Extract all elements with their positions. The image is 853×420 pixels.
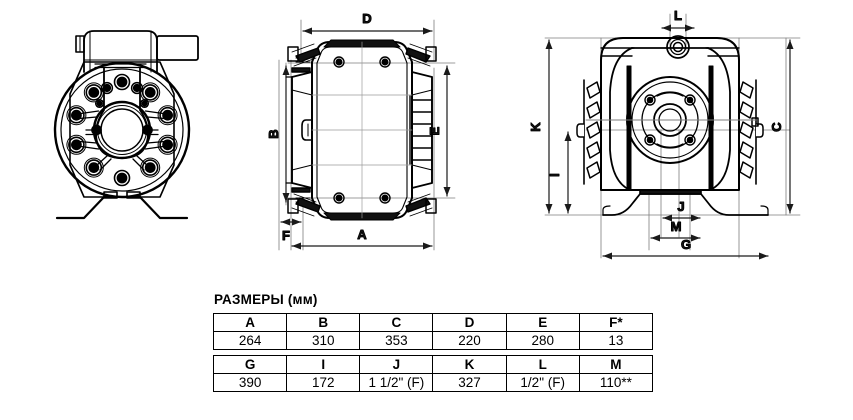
dimension-M: M bbox=[650, 219, 701, 242]
dimension-I: I bbox=[547, 131, 572, 214]
front-view-center-bore bbox=[92, 100, 152, 160]
top-view-clamp-bands bbox=[291, 43, 433, 217]
dimension-label-G: G bbox=[681, 237, 691, 252]
front-view-body-shell bbox=[69, 61, 175, 198]
dimensions-table-1: A B C D E F* 264 310 353 220 280 13 bbox=[212, 313, 654, 350]
table-row: A B C D E F* bbox=[212, 313, 654, 332]
front-view-flange bbox=[53, 61, 191, 199]
front-view-yoke bbox=[95, 67, 149, 159]
dimension-B: B bbox=[266, 65, 290, 203]
table-value-cell: 110** bbox=[578, 373, 654, 392]
table-value-cell: 13 bbox=[578, 331, 654, 350]
top-view-construction-lines bbox=[311, 41, 413, 219]
dimension-L: L bbox=[661, 8, 695, 32]
front-view-muffler bbox=[156, 35, 199, 61]
side-view-body-outline bbox=[600, 37, 740, 191]
side-view-pump: L K I C J bbox=[528, 8, 801, 260]
side-view-air-inlet-boss bbox=[666, 35, 690, 59]
table-header-cell: C bbox=[359, 313, 434, 332]
dimension-A: A bbox=[291, 227, 433, 250]
top-view-manifold-bolts bbox=[333, 56, 391, 204]
dimension-label-K: K bbox=[528, 122, 543, 132]
table-header-cell: B bbox=[286, 313, 361, 332]
side-view-port-stubs bbox=[576, 117, 764, 138]
dimension-label-A: A bbox=[357, 227, 367, 242]
dimension-label-I: I bbox=[547, 173, 562, 177]
table-value-cell: 264 bbox=[212, 331, 288, 350]
dimension-K: K bbox=[528, 39, 553, 214]
table-value-cell: 220 bbox=[432, 331, 507, 350]
top-view-center-port bbox=[301, 119, 313, 141]
front-view-air-housing bbox=[83, 30, 158, 73]
side-view-shoulders bbox=[600, 47, 740, 57]
dimension-label-L: L bbox=[674, 8, 682, 23]
table-header-cell: E bbox=[505, 313, 580, 332]
dimension-C: C bbox=[769, 39, 794, 214]
dimension-label-D: D bbox=[362, 11, 371, 26]
dimension-label-F: F bbox=[282, 228, 290, 243]
dimensions-table-block: РАЗМЕРЫ (мм) A B C D E F* 264 310 353 22… bbox=[212, 292, 654, 392]
front-view-flange-inner bbox=[60, 68, 184, 192]
table-row: 264 310 353 220 280 13 bbox=[212, 331, 654, 350]
dimension-J: J bbox=[662, 199, 701, 222]
dimension-G: G bbox=[602, 237, 769, 260]
table-value-cell: 280 bbox=[505, 331, 580, 350]
front-view-pump bbox=[53, 30, 199, 220]
table-row: 390 172 1 1/2" (F) 327 1/2" (F) 110** bbox=[212, 373, 654, 392]
table-value-cell: 310 bbox=[286, 331, 361, 350]
side-view-left-fins bbox=[583, 71, 602, 191]
dimension-label-C: C bbox=[769, 122, 784, 132]
front-view-ribs bbox=[78, 110, 166, 171]
dimension-label-M: M bbox=[671, 219, 682, 234]
side-view-right-fins bbox=[738, 71, 757, 191]
front-view-feet bbox=[55, 195, 189, 220]
table-header-cell: F* bbox=[578, 313, 654, 332]
side-view-base-feet bbox=[602, 193, 769, 216]
dimension-label-B: B bbox=[266, 129, 281, 138]
table-value-cell: 353 bbox=[359, 331, 434, 350]
table-header-cell: D bbox=[432, 313, 507, 332]
table-value-cell: 1/2" (F) bbox=[505, 373, 580, 392]
table-header-cell: L bbox=[505, 355, 580, 374]
table-value-cell: 327 bbox=[432, 373, 507, 392]
side-view-hub-bolts bbox=[644, 94, 696, 146]
table-value-cell: 172 bbox=[286, 373, 361, 392]
table-value-cell: 390 bbox=[212, 373, 288, 392]
top-view-pump: D B E F A bbox=[266, 11, 456, 251]
dimension-label-E: E bbox=[427, 126, 442, 135]
side-view-hub-arcs bbox=[656, 92, 684, 148]
front-view-yoke-bolts bbox=[91, 81, 153, 136]
side-view-seams bbox=[626, 65, 714, 191]
table-header-cell: I bbox=[286, 355, 361, 374]
table-header-cell: A bbox=[212, 313, 288, 332]
top-view-outlet-stubs bbox=[287, 46, 437, 214]
top-view-right-chamber bbox=[411, 71, 433, 189]
table-header-cell: K bbox=[432, 355, 507, 374]
table-header-cell: J bbox=[359, 355, 434, 374]
table-value-cell: 1 1/2" (F) bbox=[359, 373, 434, 392]
dimension-label-J: J bbox=[677, 199, 684, 214]
front-view-bolt-ring bbox=[66, 73, 178, 187]
dimensions-table-2: G I J K L M 390 172 1 1/2" (F) 327 1/2" … bbox=[212, 355, 654, 392]
dimension-F: F bbox=[280, 218, 302, 244]
table-row: G I J K L M bbox=[212, 355, 654, 374]
dimension-D: D bbox=[302, 11, 433, 35]
dimension-E: E bbox=[427, 65, 451, 197]
table-header-cell: M bbox=[578, 355, 654, 374]
table-header-cell: G bbox=[212, 355, 288, 374]
top-view-left-chamber bbox=[285, 71, 313, 189]
dimensions-title: РАЗМЕРЫ (мм) bbox=[214, 292, 318, 307]
front-view-air-inlet-port bbox=[75, 35, 85, 53]
